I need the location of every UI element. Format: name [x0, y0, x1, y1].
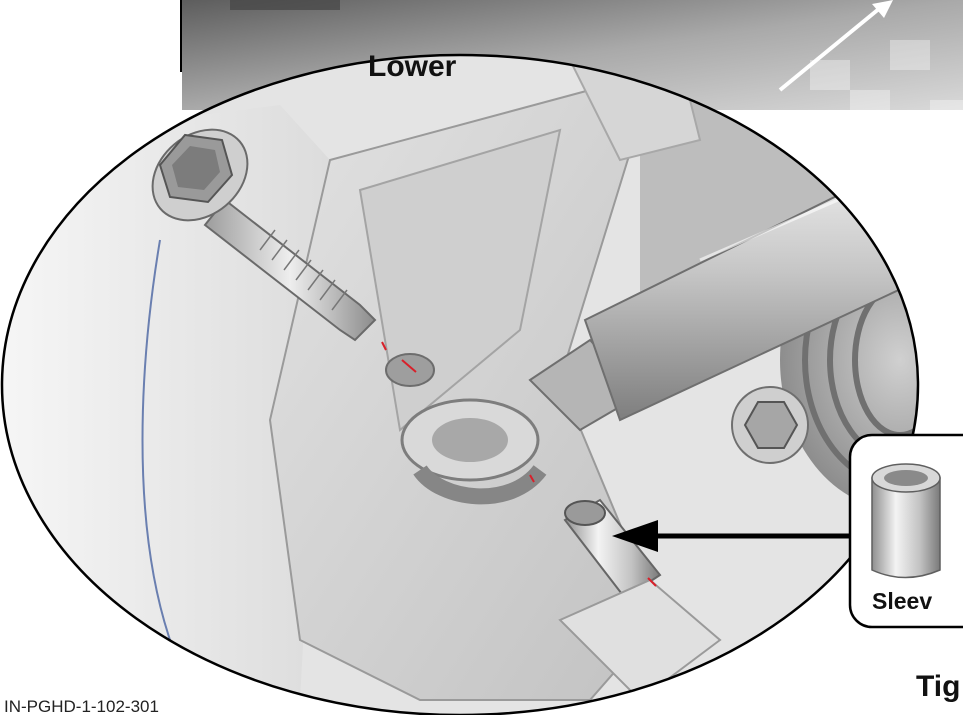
sleeve-callout-box	[848, 433, 963, 629]
sleeve-label: Sleev	[872, 588, 933, 614]
flange-bolt	[151, 128, 377, 342]
part-code: IN-PGHD-1-102-301	[4, 697, 159, 716]
callout-arrow	[612, 520, 860, 552]
tighten-label: Tig	[916, 670, 961, 703]
knuckle-bracket	[268, 55, 702, 701]
sleeve-icon	[871, 463, 941, 579]
pointer-arrow	[778, 0, 893, 92]
alignment-marks	[381, 341, 657, 587]
magnified-detail	[2, 55, 918, 715]
tie-rod-end-eye	[400, 398, 547, 505]
sleeve-installed	[563, 498, 662, 600]
hex-bolt-right	[731, 386, 809, 464]
lower-label: Lower	[368, 50, 457, 83]
